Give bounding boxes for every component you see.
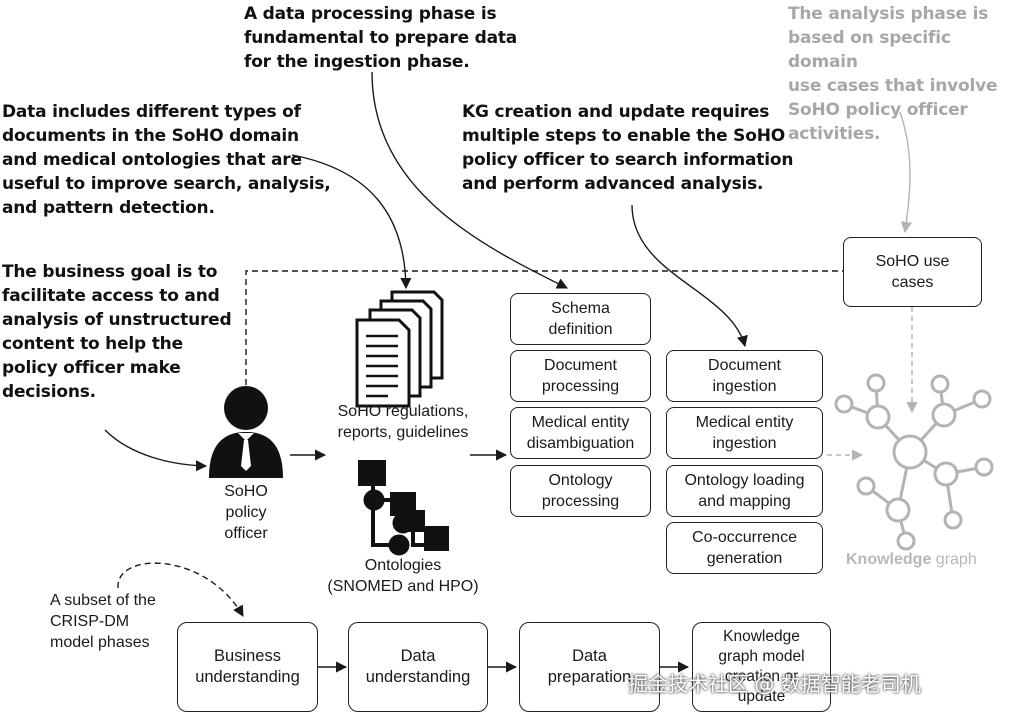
step-schema-definition[interactable]: Schema definition	[510, 293, 651, 345]
knowledge-graph-icon	[834, 373, 994, 551]
dashed-link-officer-usecases	[245, 270, 843, 385]
step-ontology-loading-mapping[interactable]: Ontology loading and mapping	[666, 465, 823, 517]
soho-use-cases-box[interactable]: SoHO use cases	[843, 237, 982, 307]
knowledge-graph-word-2: graph	[931, 551, 977, 568]
pointer-data-processing	[371, 71, 569, 289]
pointer-kg-creation	[631, 204, 748, 348]
pointer-crisp-dm	[117, 562, 244, 617]
step-ontology-processing[interactable]: Ontology processing	[510, 465, 651, 517]
step-medical-entity-disambiguation[interactable]: Medical entity disambiguation	[510, 407, 651, 459]
phase-data-preparation[interactable]: Data preparation	[519, 622, 660, 712]
watermark-text: 掘金技术社区 @ 数据智能老司机	[628, 672, 921, 696]
pointer-business-goal	[104, 429, 208, 472]
note-business-goal: The business goal is to facilitate acces…	[2, 262, 232, 402]
phase-business-understanding[interactable]: Business understanding	[177, 622, 318, 712]
step-document-ingestion[interactable]: Document ingestion	[666, 350, 823, 402]
note-kg-creation: KG creation and update requires multiple…	[462, 102, 794, 194]
pointer-analysis-phase	[899, 111, 912, 234]
step-medical-entity-ingestion[interactable]: Medical entity ingestion	[666, 407, 823, 459]
note-analysis-phase: The analysis phase is based on specific …	[788, 4, 998, 144]
note-data-includes: Data includes different types of documen…	[2, 102, 331, 218]
document-stack-icon	[355, 290, 444, 408]
person-icon	[209, 386, 283, 478]
ontologies-label: Ontologies (SNOMED and HPO)	[327, 557, 479, 595]
ontology-tree-icon	[358, 460, 449, 556]
phase-kg-model-creation[interactable]: Knowledge graph model creation or update	[692, 622, 831, 712]
officer-label: SoHO policy officer	[224, 483, 268, 542]
knowledge-graph-word-1: Knowledge	[846, 551, 932, 568]
note-data-processing: A data processing phase is fundamental t…	[244, 4, 518, 72]
step-document-processing[interactable]: Document processing	[510, 350, 651, 402]
crisp-dm-caption: A subset of the CRISP-DM model phases	[50, 592, 156, 651]
phase-data-understanding[interactable]: Data understanding	[348, 622, 488, 712]
pointer-data-includes	[291, 154, 412, 290]
step-co-occurrence-generation[interactable]: Co-occurrence generation	[666, 522, 823, 574]
documents-label: SoHO regulations, reports, guidelines	[337, 403, 469, 441]
knowledge-graph-label: Knowledge graph	[846, 551, 977, 569]
